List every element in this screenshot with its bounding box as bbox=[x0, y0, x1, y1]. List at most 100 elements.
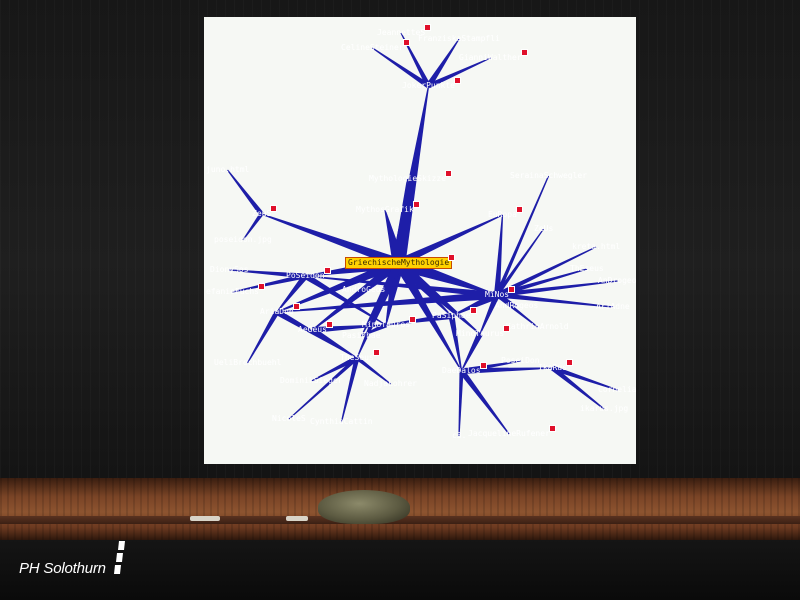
edge-aegeus-theseus2 bbox=[310, 327, 358, 359]
node-stefanie[interactable]: efanieFuchs bbox=[204, 283, 265, 297]
edge-pasiphae-daedalos bbox=[448, 315, 463, 372]
edge-minos-zeus2 bbox=[495, 228, 544, 297]
edge-daedalos-jacqueline bbox=[459, 369, 510, 435]
node-kreta[interactable]: kreta.html bbox=[572, 242, 621, 251]
pebble bbox=[190, 516, 220, 521]
edge-minos-theseus bbox=[496, 268, 588, 298]
edge-griech-mythgrafik bbox=[384, 209, 405, 265]
node-nadja[interactable]: NadjaLohrer bbox=[364, 379, 417, 388]
marker-icon bbox=[469, 307, 477, 314]
edge-minos-minotaurus bbox=[479, 293, 500, 335]
node-zeus[interactable]: ZeuS bbox=[250, 205, 278, 219]
node-minos[interactable]: MiNos bbox=[483, 286, 516, 300]
node-minotaurus[interactable]: MinoTaurus bbox=[454, 325, 511, 339]
node-androgeo[interactable]: AnDrogeo bbox=[598, 276, 636, 285]
node-cornelia[interactable]: Cornelia bbox=[598, 385, 636, 394]
node-jacqueline[interactable]: JacquelineRufener bbox=[466, 425, 556, 439]
pebble bbox=[286, 516, 308, 521]
edge-joker-gianni bbox=[427, 57, 491, 89]
edge-minos-kreta bbox=[495, 246, 597, 298]
marker-icon bbox=[453, 77, 461, 84]
edge-theseus2-nicole bbox=[288, 356, 359, 420]
node-pasiphae[interactable]: PaSiphae bbox=[430, 307, 477, 321]
node-kathrin[interactable]: KathrinArnold bbox=[506, 322, 569, 331]
node-poseidon[interactable]: PoSeidon bbox=[284, 267, 331, 281]
node-androgeos-2[interactable]: AndRogeos bbox=[495, 301, 539, 310]
edge-joker-celine bbox=[372, 47, 430, 89]
edge-minos-androgeo2 bbox=[496, 280, 618, 298]
node-androgeos[interactable]: AndroGeos bbox=[342, 285, 386, 294]
mind-map-diagram: JeannetteS FranziskaStampfli CelineStein… bbox=[204, 17, 636, 464]
edge-ikarus-ikarusjpg bbox=[550, 366, 605, 410]
marker-icon bbox=[412, 201, 420, 208]
node-poseidon-2[interactable]: PoseiDon bbox=[501, 356, 540, 365]
node-joker[interactable]: JokerPunkte bbox=[400, 77, 461, 91]
marker-icon bbox=[479, 362, 487, 369]
edge-minos-ariadne2 bbox=[496, 292, 614, 308]
edge-poseidon-ariadne bbox=[276, 274, 308, 313]
marker-icon bbox=[424, 24, 432, 31]
node-ikarus-jpg[interactable]: ikarus.jpg bbox=[580, 404, 629, 413]
node-ikarus[interactable]: IkaRus bbox=[536, 359, 573, 373]
node-ueli[interactable]: UeliBrechbuehl bbox=[214, 358, 282, 367]
node-mythosgrafik[interactable]: MythosGrafik bbox=[354, 201, 420, 215]
node-poseidon-jpg[interactable]: poseidon.jpg bbox=[214, 235, 272, 244]
edge-griech-europa bbox=[396, 214, 503, 267]
marker-icon bbox=[520, 49, 528, 56]
marker-icon bbox=[270, 205, 278, 212]
marker-icon bbox=[402, 39, 410, 46]
node-ariadne[interactable]: AriaDne bbox=[258, 303, 300, 317]
edge-theseus2-cynthia bbox=[340, 357, 360, 423]
marker-icon bbox=[292, 303, 300, 310]
node-ariadne-2[interactable]: AriAdne bbox=[596, 302, 630, 311]
edge-poseidon-minotauros bbox=[303, 273, 387, 326]
node-europa[interactable]: EuRopa bbox=[486, 206, 523, 220]
edge-minos-europa bbox=[494, 215, 504, 296]
marker-icon bbox=[515, 206, 523, 213]
edge-layer bbox=[227, 32, 618, 436]
edge-minotaurus-daedalos bbox=[461, 332, 483, 372]
edge-theseus2-nadja bbox=[355, 356, 391, 385]
node-theseus-2[interactable]: TheSeus bbox=[338, 349, 380, 363]
logo-bars-icon bbox=[114, 541, 125, 574]
marker-icon bbox=[565, 359, 573, 366]
node-dominik[interactable]: DominikSieger bbox=[280, 376, 343, 385]
edge-minos-kathrin bbox=[495, 293, 538, 328]
node-griechische-mythologie[interactable]: GriechischeMythologie bbox=[345, 254, 456, 269]
marker-icon bbox=[508, 286, 516, 293]
edge-joker-franziska bbox=[426, 38, 460, 88]
marker-icon bbox=[323, 267, 331, 274]
edge-pasiphae-minotauros bbox=[385, 313, 452, 326]
edge-poseidon-dionysos bbox=[229, 269, 306, 279]
node-mythologieskizze[interactable]: MythologieSkizze bbox=[367, 170, 453, 184]
node-theseus[interactable]: ThEseus bbox=[570, 264, 604, 273]
edge-daedalos-ikarus bbox=[461, 367, 553, 374]
node-nicole[interactable]: NicoleS bbox=[272, 414, 306, 423]
node-pasifhae[interactable]: PasiFhae bbox=[342, 331, 381, 340]
edge-minos-seraina bbox=[495, 175, 550, 296]
node-dionysos[interactable]: DionySos bbox=[210, 265, 249, 274]
edge-theseus2-dominik bbox=[311, 355, 359, 382]
edge-daedalos-poseidon2 bbox=[461, 360, 521, 374]
ledge bbox=[0, 516, 800, 524]
marker-icon bbox=[548, 425, 556, 432]
decorative-photo-strip bbox=[0, 478, 800, 540]
edge-zeus-poseidonjpg bbox=[242, 212, 264, 241]
node-minotauros[interactable]: MinoTauros bbox=[360, 316, 417, 330]
node-celine[interactable]: CelineSteiner bbox=[339, 39, 410, 53]
node-cynthia[interactable]: CynthiaCattin bbox=[310, 417, 373, 426]
node-gianni[interactable]: GianniWalther bbox=[457, 49, 528, 63]
edge-androgeos-aegeus bbox=[312, 287, 366, 331]
rock-image bbox=[318, 490, 410, 524]
node-aegeus[interactable]: AeGeus bbox=[296, 321, 333, 335]
node-zeus-2[interactable]: ZeUs bbox=[534, 224, 554, 233]
node-seraina[interactable]: SerainaSchwegler bbox=[510, 171, 588, 180]
node-jeannette[interactable]: JeannetteS bbox=[375, 24, 432, 38]
node-c3[interactable]: c3. bbox=[452, 431, 467, 440]
node-daedalos[interactable]: DaeDalos bbox=[440, 362, 487, 376]
node-franziska[interactable]: FranziskaStampfli bbox=[418, 34, 500, 43]
edge-ariadne-ueli bbox=[247, 310, 280, 364]
node-juno[interactable]: juno.html bbox=[206, 165, 250, 174]
marker-icon bbox=[503, 325, 511, 332]
marker-icon bbox=[325, 321, 333, 328]
